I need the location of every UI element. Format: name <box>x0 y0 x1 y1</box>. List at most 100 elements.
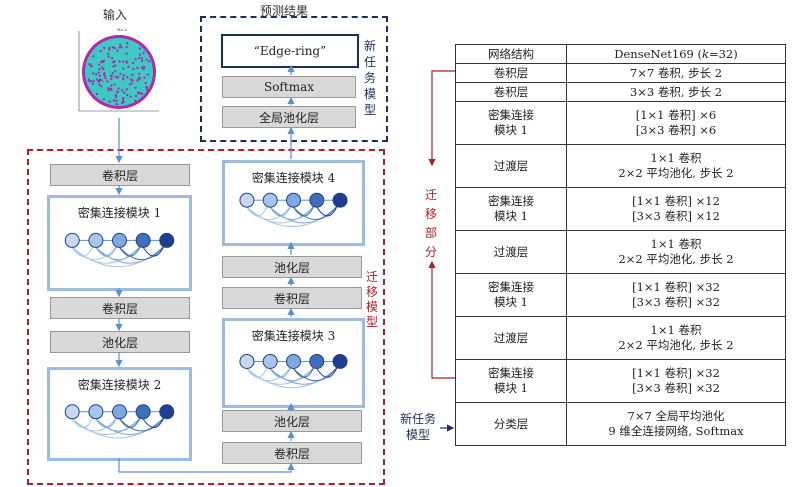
table-row: 密集连接模块 1[1×1 卷积] ×32[3×3 卷积] ×32 <box>455 359 786 403</box>
wafer-defect-speck <box>138 76 141 79</box>
cell-line: 过渡层 <box>493 330 529 345</box>
layer-name-cell: 过渡层 <box>455 230 567 274</box>
wafer-defect-speck <box>126 76 129 79</box>
wafer-defect-speck <box>98 74 101 77</box>
dense-layer-node <box>112 232 127 248</box>
dense-connection-line <box>269 205 291 217</box>
wafer-defect-speck <box>110 78 113 80</box>
wafer-defect-speck <box>115 96 117 99</box>
wafer-defect-speck <box>122 67 125 70</box>
wafer-defect-speck <box>113 83 116 86</box>
cell-line: [3×3 卷积] ×6 <box>635 123 717 137</box>
global-pool-layer: 全局池化层 <box>222 106 356 128</box>
dense-layer-node <box>88 232 104 248</box>
dense-layer-node <box>239 353 255 369</box>
dense-block-2: 密集连接模块 2 <box>47 367 192 461</box>
wafer-defect-speck <box>107 87 110 90</box>
cell-line: 7×7 卷积, 步长 2 <box>629 65 723 80</box>
wafer-defect-speck <box>137 78 140 81</box>
wafer-defect-speck <box>106 80 109 83</box>
vchar: 分 <box>425 245 438 259</box>
dense-block-3: 密集连接模块 3 <box>222 318 365 408</box>
wafer-defect-speck <box>132 62 135 64</box>
wafer-defect-speck <box>148 60 151 63</box>
wafer-defect-speck <box>135 95 137 98</box>
wafer-defect-speck <box>110 89 113 92</box>
wafer-defect-speck <box>115 103 118 106</box>
layer-detail-cell: [1×1 卷积] ×6[3×3 卷积] ×6 <box>566 101 786 145</box>
wafer-defect-speck <box>107 89 110 92</box>
wafer-defect-speck <box>110 84 113 87</box>
wafer-defect-speck <box>143 76 146 79</box>
layer-name-cell: 卷积层 <box>455 82 567 102</box>
vchar: 新 <box>364 39 377 53</box>
wafer-defect-speck <box>128 83 131 86</box>
layer-name-cell: 密集连接模块 1 <box>455 273 567 317</box>
cell-line: 1×1 卷积 <box>650 323 702 337</box>
wafer-defect-speck <box>100 79 103 82</box>
dense-layer-node <box>239 192 255 208</box>
wafer-defect-speck <box>123 74 125 77</box>
vchar: 移 <box>366 285 379 299</box>
vchar: 任 <box>364 55 377 69</box>
wafer-defect-speck <box>111 57 113 59</box>
wafer-defect-speck <box>125 52 128 55</box>
dense-block-title: 密集连接模块 3 <box>251 329 336 343</box>
softmax-layer: Softmax <box>222 76 356 98</box>
wafer-defect-speck <box>143 66 146 68</box>
wafer-defect-speck <box>122 97 125 100</box>
wafer-defect-speck <box>136 79 139 82</box>
layer-name-cell: 密集连接模块 1 <box>455 187 567 231</box>
wafer-defect-speck <box>120 46 123 49</box>
wafer-defect-speck <box>134 99 137 102</box>
cell-line: 模块 1 <box>494 295 528 309</box>
wafer-defect-speck <box>111 46 114 49</box>
wafer-defect-speck <box>87 78 90 81</box>
cell-line: 3×3 卷积, 步长 2 <box>629 84 723 99</box>
layer-name-cell: 密集连接模块 1 <box>455 101 567 145</box>
dense-connection-line <box>246 367 338 389</box>
wafer-defect-speck <box>107 52 110 55</box>
wafer-defect-speck <box>122 60 124 63</box>
wafer-defect-speck <box>134 58 137 61</box>
layer-name-cell: 密集连接模块 1 <box>455 359 567 403</box>
dense-connection-line <box>95 417 117 429</box>
conv-layer-2: 卷积层 <box>50 297 190 319</box>
wafer-defect-speck <box>103 72 106 75</box>
dense-connection-line <box>142 417 165 429</box>
dense-layer-node <box>159 232 175 248</box>
dense-connection-line <box>269 367 291 378</box>
layer-name-cell: 过渡层 <box>455 316 567 360</box>
cell-line: 1×1 卷积 <box>650 237 702 251</box>
cell-line: [3×3 卷积] ×32 <box>632 295 720 309</box>
wafer-defect-speck <box>126 42 129 45</box>
wafer-defect-speck <box>103 74 106 77</box>
table-row: 密集连接模块 1[1×1 卷积] ×32[3×3 卷积] ×32 <box>455 273 786 317</box>
layer-detail-cell: [1×1 卷积] ×12[3×3 卷积] ×12 <box>566 187 786 231</box>
cell-line: 模块 1 <box>494 123 528 137</box>
layer-name-cell: 过渡层 <box>455 144 567 188</box>
wafer-defect-speck <box>130 82 133 85</box>
wafer-defect-speck <box>110 75 113 78</box>
wafer-map-svg <box>78 31 159 112</box>
new-task-model-label: 新任务 模型 <box>396 411 440 443</box>
wafer-defect-speck <box>132 68 135 71</box>
dense-connection-line <box>95 246 117 257</box>
wafer-defect-speck <box>139 92 142 95</box>
wafer-defect-speck <box>103 46 106 49</box>
wafer-defect-speck <box>136 66 139 69</box>
cell-line: 模块 1 <box>494 209 528 223</box>
wafer-defect-speck <box>115 90 118 93</box>
dense-connection-line <box>119 246 165 261</box>
cell-line: 2×2 平均池化, 步长 2 <box>618 338 734 352</box>
wafer-defect-speck <box>98 78 101 81</box>
wafer-defect-speck <box>122 77 124 80</box>
dense-block-1: 密集连接模块 1 <box>47 195 192 291</box>
dense-connection-line <box>142 246 165 257</box>
wafer-defect-speck <box>121 102 124 104</box>
vchar: 模 <box>364 87 377 101</box>
dense-connection-line <box>316 205 338 217</box>
label-line: 新任务 <box>399 412 436 426</box>
